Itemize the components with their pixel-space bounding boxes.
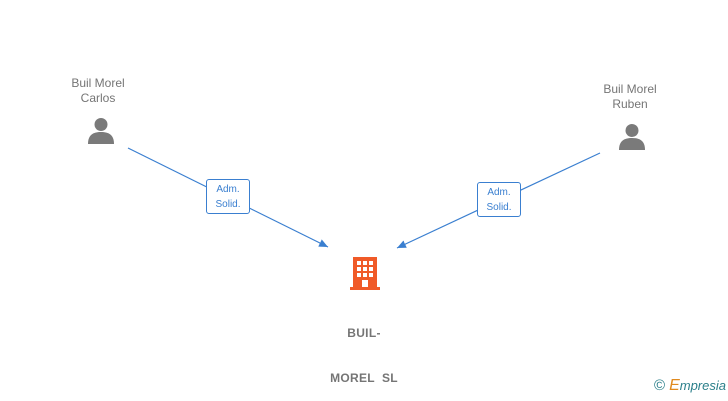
edge-label-carlos-line2: Solid. <box>215 199 241 210</box>
company-name[interactable]: BUIL- MOREL SL <box>322 296 406 401</box>
copyright-symbol: © <box>654 377 666 394</box>
company-name-line2: MOREL SL <box>330 371 398 385</box>
person-name-ruben[interactable]: Buil Morel Ruben <box>590 82 670 112</box>
person-name-carlos[interactable]: Buil Morel Carlos <box>58 76 138 106</box>
person-name-carlos-line1: Buil Morel <box>71 76 125 90</box>
empresia-watermark: ©Empresia <box>654 377 726 395</box>
edge-label-ruben-line2: Solid. <box>486 202 512 213</box>
person-icon[interactable] <box>617 122 647 152</box>
brand-initial: E <box>669 377 680 394</box>
person-name-carlos-line2: Carlos <box>80 91 116 105</box>
company-name-line1: BUIL- <box>347 326 381 340</box>
building-icon[interactable] <box>350 255 380 291</box>
edge-label-ruben-line1: Adm. <box>487 187 511 198</box>
edge-label-carlos-line1: Adm. <box>216 184 240 195</box>
person-icon[interactable] <box>86 116 116 146</box>
person-name-ruben-line2: Ruben <box>612 97 648 111</box>
brand-name: mpresia <box>679 378 726 393</box>
edge-label-ruben[interactable]: Adm. Solid. <box>477 182 521 217</box>
person-name-ruben-line1: Buil Morel <box>603 82 657 96</box>
edge-label-carlos[interactable]: Adm. Solid. <box>206 179 250 214</box>
